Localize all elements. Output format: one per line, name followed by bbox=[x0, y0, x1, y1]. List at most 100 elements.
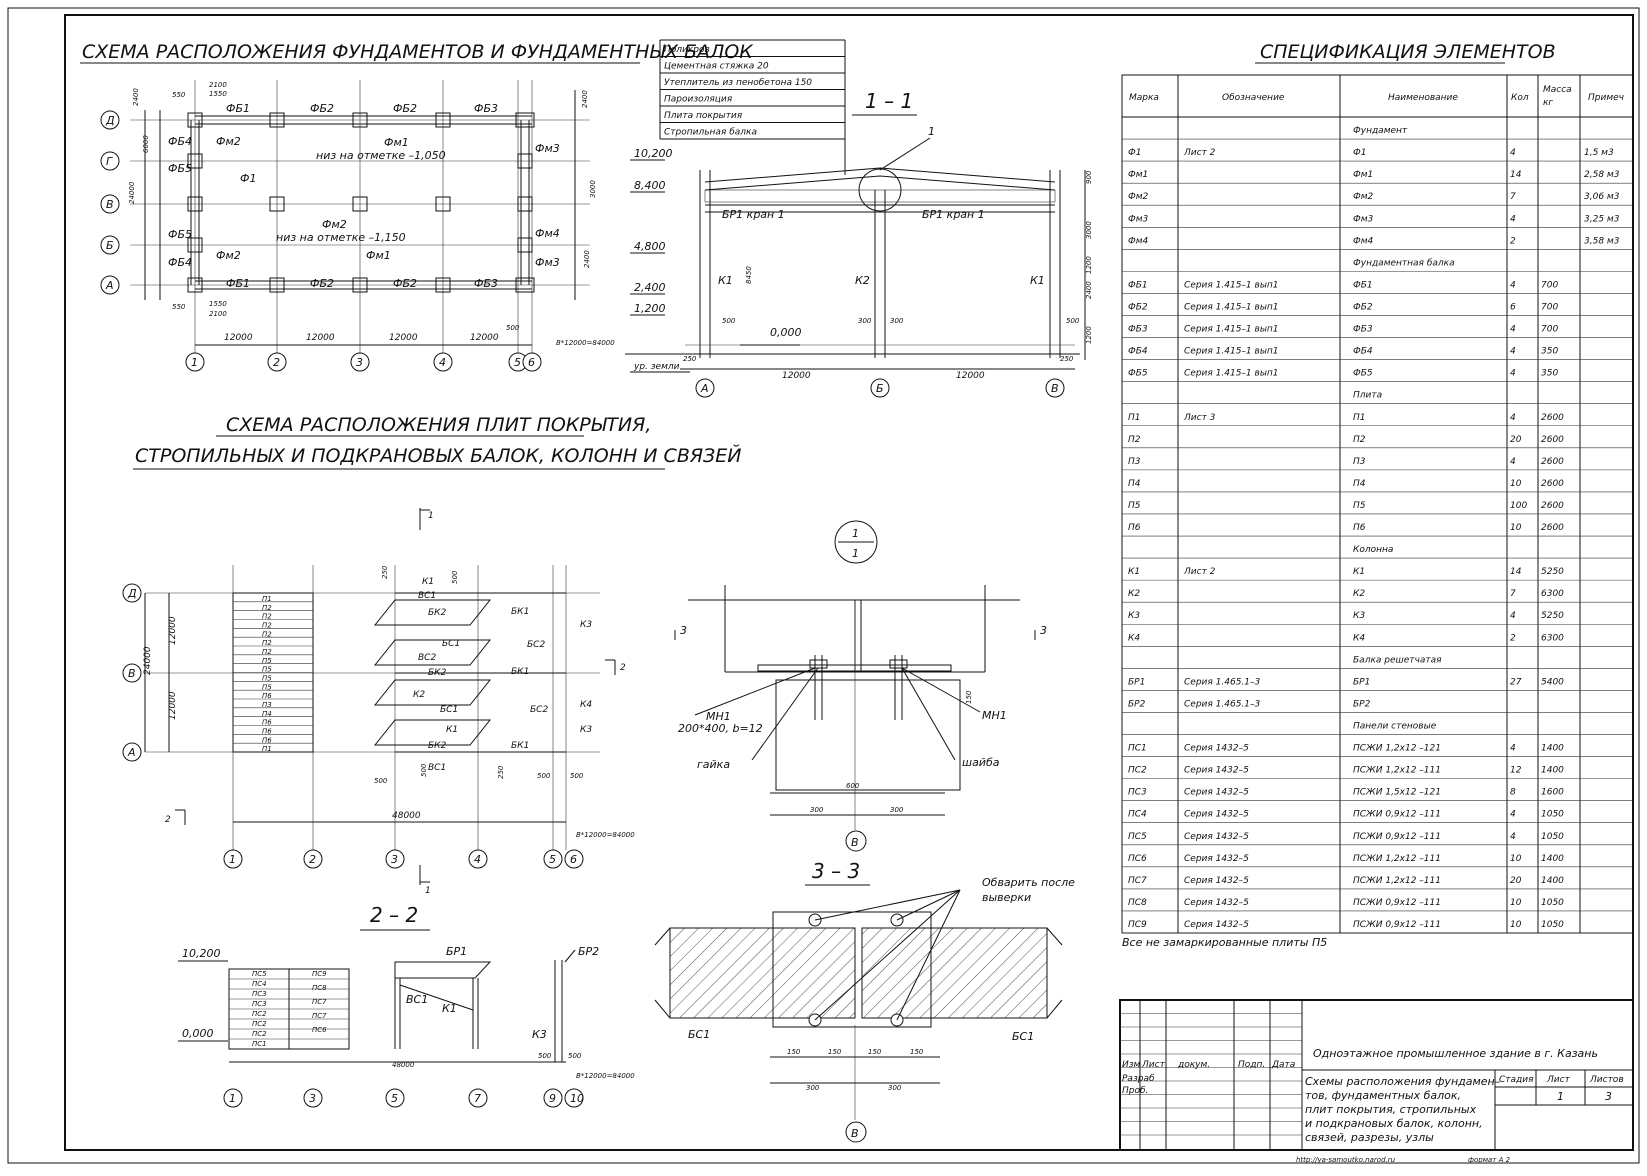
spec-footnote: Все не замаркированные плиты П5 bbox=[1122, 936, 1327, 949]
axis-marker-circle bbox=[385, 1088, 405, 1108]
spec-mark: ФБ5 bbox=[1128, 369, 1148, 379]
axis-label: В bbox=[1051, 382, 1059, 395]
spec-mass: 5250 bbox=[1541, 567, 1564, 577]
spec-mark: ПС5 bbox=[1128, 832, 1147, 842]
plate-label: П2 bbox=[262, 604, 272, 612]
cut-label: 1 bbox=[428, 511, 434, 521]
roof-layer: Плита покрытия bbox=[664, 111, 743, 121]
washer-label: шайба bbox=[962, 756, 1000, 769]
panel-label: ПС2 bbox=[252, 1010, 267, 1018]
spec-mark: ФБ3 bbox=[1128, 325, 1148, 335]
axis-label: 7 bbox=[474, 1092, 481, 1105]
spec-mass: 5400 bbox=[1541, 677, 1564, 687]
spec-qty: 4 bbox=[1510, 214, 1516, 224]
spec-group: Колонна bbox=[1353, 545, 1393, 555]
fp-dim: 3000 bbox=[589, 180, 597, 198]
panel-label: ПС3 bbox=[252, 1000, 267, 1008]
roof-layer: Утеплитель из пенобетона 150 bbox=[664, 78, 812, 88]
axis-label: 6 bbox=[570, 853, 577, 866]
fp-fm2-label: Фм2 bbox=[322, 218, 347, 231]
plate-label: П5 bbox=[262, 675, 272, 683]
s33-dim: 300 bbox=[888, 1084, 902, 1092]
plates-plan-title: СТРОПИЛЬНЫХ И ПОДКРАНОВЫХ БАЛОК, КОЛОНН … bbox=[135, 444, 741, 467]
spec-name: ПСЖИ 0,9х12 –111 bbox=[1353, 810, 1441, 820]
spec-designation: Серия 1.415–1 вып1 bbox=[1184, 369, 1279, 379]
s11-span: 12000 bbox=[782, 371, 811, 381]
axis-marker-circle bbox=[564, 849, 584, 869]
spec-qty: 20 bbox=[1510, 876, 1522, 886]
s22-label: БР2 bbox=[578, 945, 599, 958]
spec-mark: ПС3 bbox=[1128, 788, 1147, 798]
fp-beam-label: ФБ3 bbox=[474, 102, 498, 115]
spec-mass: 2600 bbox=[1541, 523, 1564, 533]
plate-label: П2 bbox=[262, 630, 272, 638]
axis-label: 4 bbox=[474, 853, 481, 866]
pp-dim: 500 bbox=[451, 570, 459, 584]
spec-designation: Серия 1432–5 bbox=[1184, 744, 1249, 754]
spec-header: Обозначение bbox=[1222, 93, 1285, 103]
spec-mass: 6300 bbox=[1541, 589, 1564, 599]
stamp-project: Одноэтажное промышленное здание в г. Каз… bbox=[1313, 1047, 1598, 1060]
ground-level: ур. земли bbox=[633, 362, 680, 372]
axis-marker-circle bbox=[522, 352, 542, 372]
spec-mark: К2 bbox=[1128, 589, 1140, 599]
spec-qty: 10 bbox=[1510, 854, 1522, 864]
node-mark: 1 bbox=[852, 527, 859, 540]
axis-marker-circle bbox=[870, 378, 890, 398]
section-1-1-title: 1 – 1 bbox=[865, 89, 913, 113]
spec-designation: Серия 1.415–1 вып1 bbox=[1184, 347, 1279, 357]
axis-marker-circle bbox=[468, 849, 488, 869]
axis-marker-circle bbox=[122, 742, 142, 762]
plates-plan-label: БС2 bbox=[530, 705, 548, 715]
pp-dim: 500 bbox=[570, 772, 584, 780]
fp-dim: 550 bbox=[172, 303, 186, 311]
fp-span: 12000 bbox=[306, 333, 335, 343]
spec-mass: 700 bbox=[1541, 280, 1558, 290]
column-label: К2 bbox=[855, 274, 870, 287]
s33-dim: 150 bbox=[910, 1048, 924, 1056]
axis-label: 1 bbox=[229, 853, 236, 866]
axis-label: 3 bbox=[356, 356, 363, 369]
fp-f1-label: Ф1 bbox=[240, 172, 256, 185]
spec-designation: Серия 1432–5 bbox=[1184, 854, 1249, 864]
spec-note: 3,06 м3 bbox=[1584, 192, 1620, 202]
spec-designation: Серия 1432–5 bbox=[1184, 920, 1249, 930]
spec-qty: 14 bbox=[1510, 170, 1522, 180]
column-label: К1 bbox=[1030, 274, 1045, 287]
axis-label: А bbox=[127, 746, 136, 759]
plates-plan-label: К1 bbox=[446, 725, 458, 735]
plates-plan-label: К1 bbox=[422, 577, 434, 587]
plates-plan-label: БК1 bbox=[511, 741, 529, 751]
column-label: К1 bbox=[718, 274, 733, 287]
axis-label: 5 bbox=[549, 853, 556, 866]
spec-mass: 2600 bbox=[1541, 479, 1564, 489]
axis-marker-circle bbox=[543, 849, 563, 869]
spec-mark: Фм3 bbox=[1128, 214, 1149, 224]
spec-qty: 20 bbox=[1510, 435, 1522, 445]
s22-label: К1 bbox=[442, 1002, 457, 1015]
axis-marker-circle bbox=[1045, 378, 1065, 398]
fp-total: В*12000=84000 bbox=[556, 339, 615, 347]
level-marker: 1,200 bbox=[634, 302, 666, 315]
spec-qty: 4 bbox=[1510, 457, 1516, 467]
plates-plan-label: К3 bbox=[580, 620, 592, 630]
spec-mass: 1400 bbox=[1541, 744, 1564, 754]
section-1-1: 1 – 1 1 10,200 8,400 4,800 2,400 1,200 0… bbox=[625, 89, 1093, 398]
fp-span: 12000 bbox=[224, 333, 253, 343]
plate-label: П2 bbox=[262, 648, 272, 656]
stamp-col: докум. bbox=[1177, 1060, 1210, 1070]
plates-plan-label: ВС2 bbox=[418, 653, 436, 663]
section-2-2-title: 2 – 2 bbox=[370, 903, 418, 927]
spec-mark: П2 bbox=[1128, 435, 1141, 445]
spec-name: П2 bbox=[1353, 435, 1366, 445]
spec-qty: 4 bbox=[1510, 611, 1516, 621]
fp-beam-label: ФБ2 bbox=[393, 102, 417, 115]
pp-dim: 250 bbox=[497, 765, 505, 779]
spec-designation: Лист 2 bbox=[1183, 148, 1216, 158]
s11-dim: 1200 bbox=[1085, 326, 1093, 344]
stamp-sheets: 3 bbox=[1605, 1090, 1612, 1103]
s33-label: БС1 bbox=[1012, 1030, 1034, 1043]
fp-dim: 6000 bbox=[142, 135, 150, 153]
spec-name: П3 bbox=[1353, 457, 1366, 467]
spec-mark: ФБ4 bbox=[1128, 347, 1148, 357]
